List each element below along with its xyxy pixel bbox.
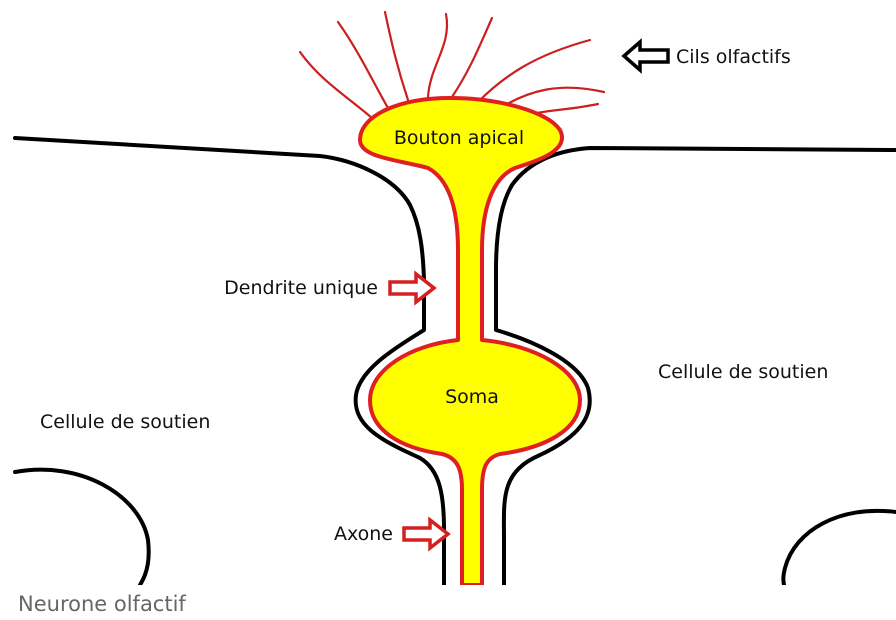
- left-cell-membrane: [15, 138, 444, 585]
- cilia-label: Cils olfactifs: [676, 46, 791, 68]
- right-cell-nucleus: [783, 511, 896, 585]
- soma-label: Soma: [445, 386, 499, 408]
- neuron-body: [360, 98, 580, 585]
- figure-caption: Neurone olfactif: [18, 592, 186, 616]
- apical-knob-label: Bouton apical: [394, 127, 524, 149]
- support-cell-left-label: Cellule de soutien: [40, 411, 210, 433]
- cilia-pointer-arrow-icon: [624, 42, 668, 70]
- axon-pointer-arrow-icon: [404, 520, 448, 548]
- left-cell-nucleus: [15, 470, 149, 585]
- axon-label: Axone: [334, 523, 393, 545]
- olfactory-neuron-diagram: Bouton apical Soma Cils olfactifs Dendri…: [0, 0, 896, 585]
- support-cell-right-label: Cellule de soutien: [658, 361, 828, 383]
- dendrite-label: Dendrite unique: [224, 277, 378, 299]
- dendrite-pointer-arrow-icon: [390, 274, 434, 302]
